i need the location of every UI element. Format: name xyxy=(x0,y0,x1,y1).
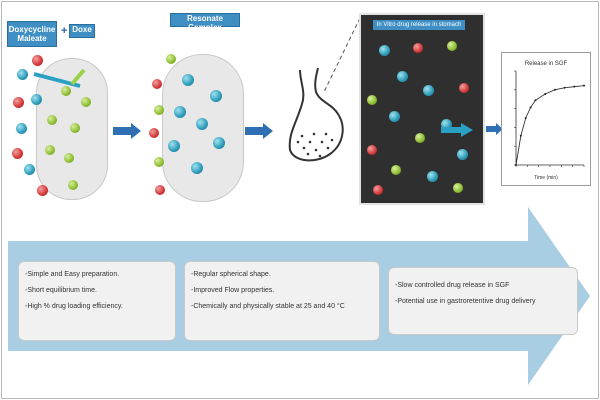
red-molecule xyxy=(367,145,377,155)
plus-sign: + xyxy=(61,25,68,37)
process-arrow-icon xyxy=(486,123,503,135)
release-data-point xyxy=(553,88,556,91)
blue-molecule xyxy=(423,85,434,96)
release-series-line xyxy=(515,85,585,166)
green-molecule xyxy=(154,105,164,115)
blue-molecule xyxy=(191,162,203,174)
red-molecule xyxy=(12,148,23,159)
green-molecule xyxy=(166,54,176,64)
green-molecule xyxy=(81,97,91,107)
release-data-point xyxy=(519,134,522,137)
green-molecule xyxy=(453,183,463,193)
red-molecule xyxy=(13,97,24,108)
process-arrow-icon xyxy=(113,123,141,139)
resinate-particle xyxy=(162,54,244,202)
release-arrow-icon xyxy=(441,123,473,137)
blue-molecule xyxy=(213,137,225,149)
panel-line: -Short equilibrium time. xyxy=(25,287,97,294)
drug-tag-label: Doxe xyxy=(69,24,95,38)
green-molecule xyxy=(154,157,164,167)
blue-molecule xyxy=(31,94,42,105)
release-chart-svg: Release in SGF Time (min) xyxy=(514,61,585,181)
panel-line: -Chemically and physically stable at 25 … xyxy=(191,303,345,310)
blue-molecule xyxy=(441,119,452,130)
panel-line: -Potential use in gastroretentive drug d… xyxy=(395,298,536,305)
inset-title: In Vitro drug release in stomach xyxy=(373,20,465,30)
green-molecule xyxy=(367,95,377,105)
blue-molecule xyxy=(457,149,468,160)
stomach-release-inset: In Vitro drug release in stomach xyxy=(359,13,485,205)
zoom-line xyxy=(323,17,361,93)
panel-line: -Regular spherical shape. xyxy=(191,271,271,278)
release-data-point xyxy=(529,106,532,109)
properties-panel: -Regular spherical shape. -Improved Flow… xyxy=(184,261,380,341)
green-molecule xyxy=(68,180,78,190)
panel-line: -High % drug loading efficiency. xyxy=(25,303,123,310)
red-molecule xyxy=(413,43,423,53)
green-molecule xyxy=(61,86,71,96)
blue-molecule xyxy=(210,90,222,102)
green-molecule xyxy=(47,115,57,125)
blue-molecule xyxy=(389,111,400,122)
chart-xlabel: Time (min) xyxy=(534,175,558,181)
drug-label: Doxycycline Maleate xyxy=(7,21,57,47)
panel-line: -Simple and Easy preparation. xyxy=(25,271,120,278)
red-molecule xyxy=(155,185,165,195)
blue-molecule xyxy=(174,106,186,118)
preparation-panel: -Simple and Easy preparation. -Short equ… xyxy=(18,261,176,341)
release-data-point xyxy=(563,86,566,89)
complex-label: Resonate Complex xyxy=(170,13,240,32)
release-chart: Release in SGF Time (min) xyxy=(501,52,591,186)
red-molecule xyxy=(32,55,43,66)
release-data-point xyxy=(583,84,585,87)
red-molecule xyxy=(37,185,48,196)
release-data-point xyxy=(534,99,537,102)
stomach-icon xyxy=(288,67,344,162)
blue-molecule xyxy=(397,71,408,82)
red-molecule xyxy=(373,185,383,195)
green-molecule xyxy=(45,145,55,155)
blue-molecule xyxy=(17,69,28,80)
release-data-point xyxy=(515,164,517,166)
blue-molecule xyxy=(182,74,194,86)
red-molecule xyxy=(459,83,469,93)
green-molecule xyxy=(70,123,80,133)
release-data-point xyxy=(544,92,547,95)
panel-line: -Slow controlled drug release in SGF xyxy=(395,282,510,289)
green-molecule xyxy=(64,153,74,163)
chart-marks xyxy=(515,84,585,166)
release-data-point xyxy=(573,85,576,88)
blue-molecule xyxy=(16,123,27,134)
panel-line: -Improved Flow properties. xyxy=(191,287,275,294)
red-molecule xyxy=(152,79,162,89)
red-molecule xyxy=(149,128,159,138)
blue-molecule xyxy=(427,171,438,182)
blue-molecule xyxy=(168,140,180,152)
chart-title: Release in SGF xyxy=(525,61,568,67)
process-arrow-icon xyxy=(245,123,273,139)
green-molecule xyxy=(415,133,425,143)
release-panel: -Slow controlled drug release in SGF -Po… xyxy=(388,267,578,335)
green-molecule xyxy=(447,41,457,51)
release-data-point xyxy=(524,117,527,119)
blue-molecule xyxy=(379,45,390,56)
blue-molecule xyxy=(24,164,35,175)
blue-molecule xyxy=(196,118,208,130)
green-molecule xyxy=(391,165,401,175)
chart-axes xyxy=(514,70,585,167)
binding-arrow-icon xyxy=(33,68,86,88)
